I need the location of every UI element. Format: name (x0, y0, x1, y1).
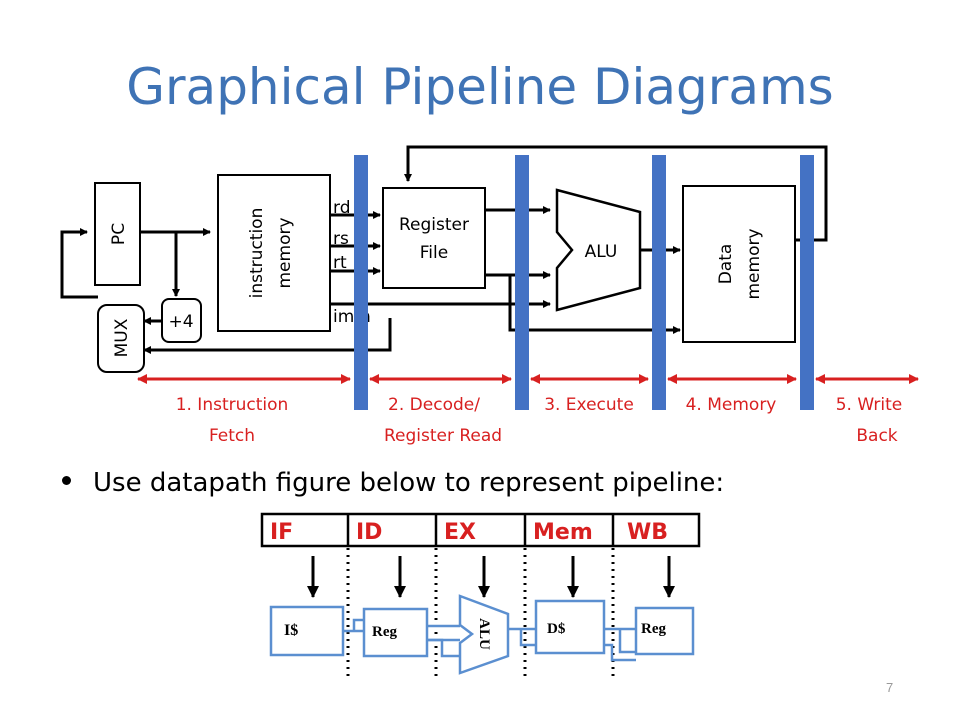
pipeline-wires (343, 618, 636, 662)
pc-box (94, 182, 141, 286)
stage-4-line1: 4. Memory (686, 395, 777, 415)
pipeline-stage-mem: Mem (533, 520, 593, 545)
mux-label: MUX (112, 318, 132, 357)
rs-label: rs (333, 229, 349, 249)
page-number: 7 (886, 680, 894, 695)
dmem-label-line1: Data (716, 244, 736, 285)
pipeline-stage-wb: WB (627, 520, 668, 545)
regfile-label-line1: Register (399, 215, 469, 235)
pipeline-register-bar-4 (800, 155, 814, 410)
pipeline-stage-if: IF (270, 520, 293, 545)
dcache-label: D$ (547, 621, 566, 637)
dmem-label-line2: memory (744, 228, 764, 299)
pipeline-register-bar-1 (354, 155, 368, 410)
stage-2-line2: Register Read (384, 426, 502, 446)
icache-label: I$ (284, 622, 298, 639)
stage-3-line1: 3. Execute (544, 395, 634, 415)
plus4-box (161, 298, 202, 343)
register-file-box (382, 187, 486, 289)
icache-box (269, 605, 345, 657)
instruction-memory-box (217, 174, 331, 332)
bullet-point: Use datapath figure below to represent p… (62, 468, 724, 498)
small-alu-shape (458, 594, 510, 675)
rd-label: rd (333, 198, 350, 218)
alu-label: ALU (585, 242, 618, 262)
pipeline-register-bar-3 (652, 155, 666, 410)
dcache-box (534, 599, 606, 655)
pipeline-label-bar (260, 512, 701, 548)
mux-box (97, 304, 145, 373)
stage-separators (346, 548, 615, 680)
small-alu-label: ALU (476, 618, 492, 650)
bullet-text: Use datapath figure below to represent p… (93, 468, 725, 498)
regfile-label-line2: File (420, 243, 448, 263)
imem-label-line1: instruction (247, 208, 267, 299)
data-memory-box (682, 185, 796, 343)
stage-5-line2: Back (856, 426, 897, 446)
pipeline-register-bar-2 (515, 155, 529, 410)
bullet-icon (62, 476, 71, 485)
stage-1-line1: 1. Instruction (176, 395, 289, 415)
reg-read-box (362, 607, 429, 658)
alu-shape (555, 188, 642, 312)
pipeline-stage-ex: EX (444, 520, 476, 545)
imem-label-line2: memory (275, 217, 295, 288)
plus4-label: +4 (168, 312, 193, 332)
reg-write-label: Reg (641, 621, 666, 637)
pipeline-down-arrows (307, 556, 675, 598)
stage-5-line1: 5. Write (836, 395, 903, 415)
reg-write-box (634, 606, 695, 656)
pc-label: PC (109, 223, 129, 245)
rt-label: rt (333, 253, 347, 273)
slide-title: Graphical Pipeline Diagrams (126, 58, 834, 116)
stage-1-line2: Fetch (209, 426, 255, 446)
reg-read-label: Reg (372, 624, 397, 640)
stage-2-line1: 2. Decode/ (388, 395, 480, 415)
pipeline-stage-id: ID (356, 520, 382, 545)
